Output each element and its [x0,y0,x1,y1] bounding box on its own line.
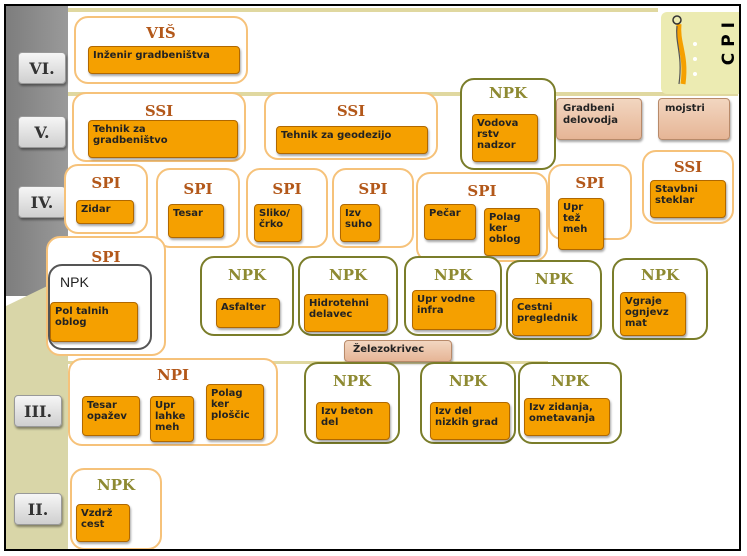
npk-group-hidrotehni: NPK Hidrotehni delavec [298,256,398,336]
spi-group-suho: SPI Izv suho [332,168,414,248]
level-button-iii[interactable]: III. [14,395,62,427]
spi-header-tesar: SPI [183,180,213,198]
item-upr-tez-meh[interactable]: Upr tež meh [558,198,604,250]
npk-header-vgraje: NPK [640,266,680,284]
item-izv-beton-del[interactable]: Izv beton del [316,402,390,440]
spi-group-pol: SPI NPK Pol talnih oblog [46,236,166,356]
item-polag-ker-ploscic[interactable]: Polag ker ploščic [206,384,264,440]
spi-group-pecar: SPI Pečar Polag ker oblog [416,172,548,262]
ssi-group-3: SSI Stavbni steklar [642,150,734,224]
npk-header-upr-vodne: NPK [433,266,473,284]
cpi-logo: CPI [661,12,739,94]
npk-group-vodovarstv: NPK Vodova rstv nadzor [460,78,556,170]
item-izv-suho[interactable]: Izv suho [340,204,380,242]
ssi-group-2: SSI Tehnik za geodezijo [264,92,438,160]
npk-group-izv-zidanja: NPK Izv zidanja, ometavanja [518,362,622,444]
npk-header-cestni: NPK [534,270,574,288]
npk-group-izv-del: NPK Izv del nizkih grad [420,362,516,444]
spi-header-pecar: SPI [467,182,497,200]
ssi-group-1: SSI Tehnik za gradbeništvo [72,92,246,162]
npk-subgroup-pol: NPK Pol talnih oblog [48,264,152,350]
item-tesar-opazev[interactable]: Tesar opažev [82,396,140,436]
item-vgraje-ognjevz-mat[interactable]: Vgraje ognjevz mat [620,292,686,336]
vis-group: VIŠ Inženir gradbeništva [74,16,248,84]
npk-header-izv-beton: NPK [332,372,372,390]
npk-header-hidrotehni: NPK [328,266,368,284]
level-line-vi [68,8,658,12]
item-pol-talnih-oblog[interactable]: Pol talnih oblog [50,302,138,342]
npk-header-izv-zidanja: NPK [550,372,590,390]
spi-group-upr: SPI Upr tež meh [548,164,632,250]
logo-figure-icon [672,15,697,85]
item-polag-ker-oblog[interactable]: Polag ker oblog [484,208,540,256]
npk-group-vgraje: NPK Vgraje ognjevz mat [612,258,708,340]
ssi-header-2: SSI [336,102,366,120]
item-tesar[interactable]: Tesar [168,204,224,238]
ssi-header-3: SSI [673,158,703,176]
item-inzenir-gradbenistva[interactable]: Inženir gradbeništva [88,46,240,74]
spi-group-tesar: SPI Tesar [156,168,240,248]
item-upr-lahke-meh[interactable]: Upr lahke meh [150,396,194,442]
npk-header-vzdr: NPK [96,476,136,494]
spi-header-sliko: SPI [272,180,302,198]
item-izv-del-nizkih-grad[interactable]: Izv del nizkih grad [430,402,510,440]
npk-header-vodovarstv: NPK [488,84,528,102]
npi-group: NPI Tesar opažev Upr lahke meh Polag ker… [68,358,278,446]
item-vodovarstv-nadzor[interactable]: Vodova rstv nadzor [472,114,538,162]
item-asfalter[interactable]: Asfalter [216,298,280,328]
item-zidar[interactable]: Zidar [76,200,134,224]
npk-group-vzdr: NPK Vzdrž cest [70,468,162,549]
spi-header-upr: SPI [575,174,605,192]
zelezokrivec-button[interactable]: Železokrivec [344,340,452,362]
npk-group-upr-vodne: NPK Upr vodne infra [404,256,502,336]
spi-header-zidar: SPI [91,174,121,192]
spi-header-pol: SPI [91,248,121,266]
diagram-frame: VI. V. IV. III. II. CPI VIŠ Inženir grad… [4,4,741,551]
item-pecar[interactable]: Pečar [424,204,476,240]
mojstri-button[interactable]: mojstri [658,98,730,140]
item-izv-zidanja-ometavanja[interactable]: Izv zidanja, ometavanja [524,398,610,436]
item-cestni-preglednik[interactable]: Cestni preglednik [512,298,592,336]
level-button-vi[interactable]: VI. [18,52,66,84]
npk-group-izv-beton: NPK Izv beton del [304,362,400,444]
item-tehnik-gradbenistvo[interactable]: Tehnik za gradbeništvo [88,120,238,158]
spi-group-sliko: SPI Sliko/ črko [246,168,328,248]
level-button-iv[interactable]: IV. [18,186,66,218]
item-sliko-crko[interactable]: Sliko/ črko [254,204,302,242]
logo-text: CPI [719,16,739,66]
item-vzdr-cest[interactable]: Vzdrž cest [76,504,130,542]
level-button-ii[interactable]: II. [14,493,62,525]
item-upr-vodne-infra[interactable]: Upr vodne infra [412,290,496,330]
spi-header-suho: SPI [358,180,388,198]
npk-header-asfalter: NPK [227,266,267,284]
spi-group-zidar: SPI Zidar [64,164,148,234]
level-button-v[interactable]: V. [18,116,66,148]
npk-header-izv-del: NPK [448,372,488,390]
item-hidrotehni-delavec[interactable]: Hidrotehni delavec [304,294,388,332]
npk-group-cestni: NPK Cestni preglednik [506,260,602,340]
npk-header-pol: NPK [60,274,89,290]
item-tehnik-geodezija[interactable]: Tehnik za geodezijo [276,126,428,154]
ssi-header-1: SSI [144,102,174,120]
npi-header: NPI [156,366,189,384]
vis-header: VIŠ [146,24,176,42]
gradbeni-delovodja-button[interactable]: Gradbeni delovodja [556,98,642,140]
item-stavbni-steklar[interactable]: Stavbni steklar [650,180,726,218]
level-line-iii [68,361,548,364]
npk-group-asfalter: NPK Asfalter [200,256,294,336]
